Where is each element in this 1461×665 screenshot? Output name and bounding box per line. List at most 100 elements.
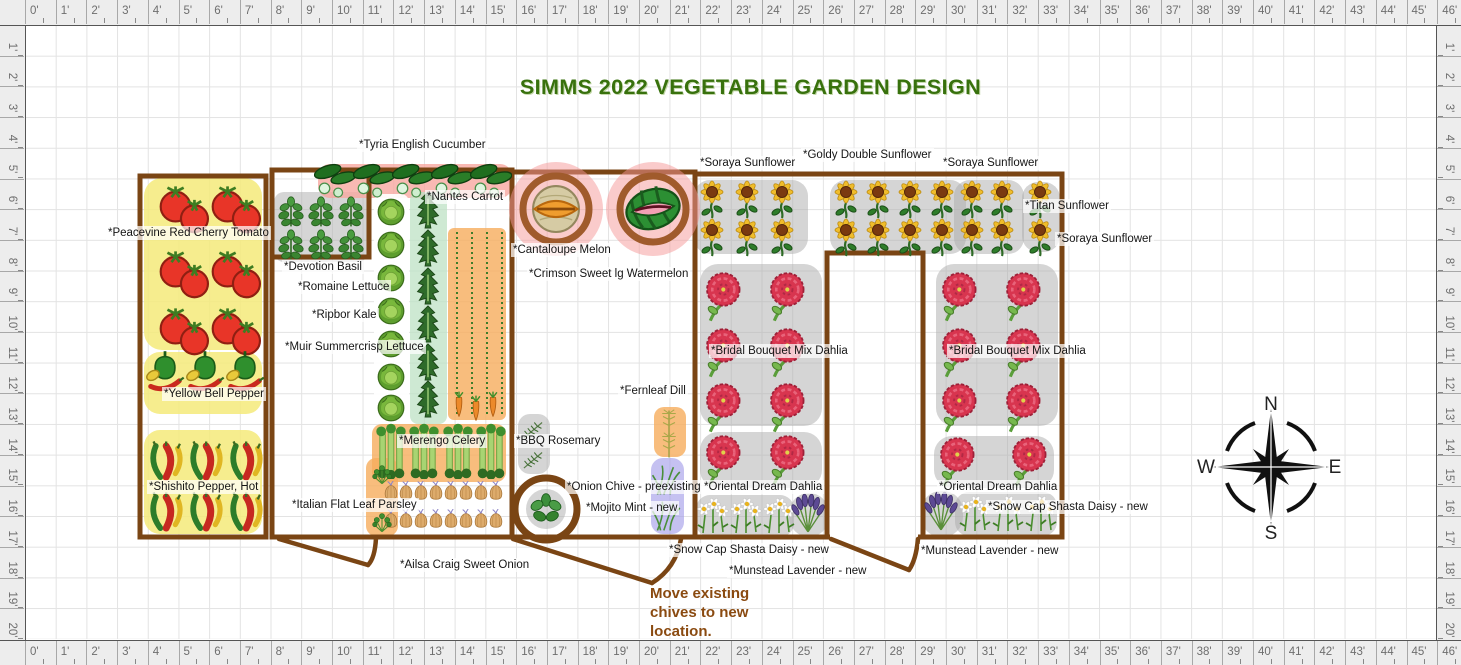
watermelon-icon[interactable] [623, 179, 683, 239]
plant-label[interactable]: *Titan Sunflower [1023, 199, 1111, 213]
plant-label[interactable]: *Muir Summercrisp Lettuce [283, 340, 426, 354]
sunflower-icon[interactable] [762, 217, 802, 257]
sunflower-icon[interactable] [982, 179, 1022, 219]
rosemary-icon[interactable] [520, 446, 546, 472]
plant-label[interactable]: *Oriental Dream Dahlia [937, 480, 1060, 494]
dahlia-icon[interactable] [760, 381, 812, 433]
ruler-cell: 37' [1160, 0, 1193, 24]
dahlia-icon[interactable] [996, 270, 1048, 322]
lettuce-icon[interactable] [375, 361, 407, 393]
plant-label[interactable]: *Cantaloupe Melon [511, 243, 613, 257]
ruler-left: 1'2'3'4'5'6'7'8'9'10'11'12'13'14'15'16'1… [0, 0, 26, 665]
plant-label[interactable]: *Ripbor Kale [310, 308, 379, 322]
sunflower-icon[interactable] [982, 217, 1022, 257]
plant-label[interactable]: *Soraya Sunflower [698, 156, 798, 170]
lavender-icon[interactable] [787, 492, 829, 534]
sunflower-icon[interactable] [692, 179, 732, 219]
basil-icon[interactable] [335, 229, 367, 261]
onion-icon[interactable] [485, 481, 507, 503]
plant-label[interactable]: *Munstead Lavender - new [919, 544, 1061, 558]
sunflower-icon[interactable] [762, 179, 802, 219]
dahlia-icon[interactable] [932, 381, 984, 433]
lettuce-icon[interactable] [375, 196, 407, 228]
ruler-cell: 20' [1437, 608, 1461, 640]
kale-icon[interactable] [409, 267, 447, 305]
sunflower-icon[interactable] [727, 217, 767, 257]
dahlia-icon[interactable] [760, 433, 812, 485]
plant-label[interactable]: *Onion Chive - preexisting [565, 480, 703, 494]
plant-label[interactable]: *Snow Cap Shasta Daisy - new [986, 500, 1150, 514]
basil-icon[interactable] [275, 196, 307, 228]
sunflower-icon[interactable] [692, 217, 732, 257]
ruler-cell: 2' [1437, 55, 1461, 88]
dahlia-icon[interactable] [696, 381, 748, 433]
dahlia-icon[interactable] [996, 381, 1048, 433]
plant-label[interactable]: *Bridal Bouquet Mix Dahlia [709, 344, 850, 358]
dahlia-icon[interactable] [696, 270, 748, 322]
plant-label[interactable]: *Peacevine Red Cherry Tomato [106, 226, 271, 240]
ruler-cell: 12' [0, 362, 24, 395]
dahlia-icon[interactable] [696, 433, 748, 485]
ruler-cell: 26' [823, 0, 855, 24]
ruler-cell: 31' [976, 0, 1009, 24]
plant-label[interactable]: *Yellow Bell Pepper [162, 387, 266, 401]
plant-label[interactable]: *Oriental Dream Dahlia [702, 480, 825, 494]
plant-label[interactable]: *Bridal Bouquet Mix Dahlia [947, 344, 1088, 358]
plan-title[interactable]: SIMMS 2022 VEGETABLE GARDEN DESIGN [519, 75, 982, 99]
sunflower-icon[interactable] [727, 179, 767, 219]
plant-label[interactable]: *BBQ Rosemary [514, 434, 603, 448]
hotpepper-icon[interactable] [222, 489, 268, 535]
ruler-cell: 13' [1437, 393, 1461, 425]
cucumber-icon[interactable] [314, 160, 356, 202]
dill-icon[interactable] [654, 429, 684, 459]
plant-label[interactable]: *Shishito Pepper, Hot [147, 480, 261, 494]
plant-label[interactable]: *Snow Cap Shasta Daisy - new [667, 543, 831, 557]
move-chives-note[interactable]: Move existing chives to new location. [650, 585, 750, 640]
ruler-cell: 19' [608, 0, 640, 24]
tomato-icon[interactable] [210, 250, 264, 304]
ruler-cell: 15' [485, 641, 518, 665]
ruler-cell: 42' [1314, 641, 1346, 665]
lavender-icon[interactable] [920, 490, 962, 532]
tomato-icon[interactable] [158, 250, 212, 304]
sunflower-icon[interactable] [1020, 217, 1060, 257]
plant-label[interactable]: *Fernleaf Dill [618, 384, 688, 398]
plant-label[interactable]: *Nantes Carrot [425, 190, 506, 204]
plant-label[interactable]: *Devotion Basil [282, 260, 364, 274]
cantaloupe-icon[interactable] [529, 182, 583, 236]
plant-label[interactable]: *Crimson Sweet lg Watermelon [527, 267, 691, 281]
plant-label[interactable]: *Tyria English Cucumber [357, 138, 488, 152]
kale-icon[interactable] [409, 380, 447, 418]
ruler-cell: 14' [454, 0, 487, 24]
plant-label[interactable]: *Soraya Sunflower [941, 156, 1041, 170]
plant-label[interactable]: *Goldy Double Sunflower [801, 148, 934, 162]
dahlia-icon[interactable] [932, 270, 984, 322]
plant-label[interactable]: *Italian Flat Leaf Parsley [290, 498, 419, 512]
ruler-cell: 18' [577, 0, 610, 24]
plant-label[interactable]: *Munstead Lavender - new [727, 564, 869, 578]
plant-label[interactable]: *Soraya Sunflower [1055, 232, 1155, 246]
hotpepper-icon[interactable] [222, 438, 268, 484]
ruler-cell: 2' [0, 55, 24, 88]
basil-icon[interactable] [305, 229, 337, 261]
lettuce-icon[interactable] [375, 229, 407, 261]
plant-label[interactable]: *Merengo Celery [397, 434, 488, 448]
ruler-cell: 20' [0, 608, 24, 640]
lettuce-icon[interactable] [375, 392, 407, 424]
kale-icon[interactable] [409, 229, 447, 267]
ruler-cell: 36' [1130, 641, 1162, 665]
plant-label[interactable]: *Mojito Mint - new [584, 501, 680, 515]
mint-icon[interactable] [528, 491, 564, 527]
carrot-icon[interactable] [480, 391, 506, 417]
plant-label[interactable]: *Ailsa Craig Sweet Onion [398, 558, 532, 572]
parsley-icon[interactable] [369, 459, 395, 485]
basil-icon[interactable] [275, 229, 307, 261]
plant-label[interactable]: *Romaine Lettuce [296, 280, 392, 294]
dahlia-icon[interactable] [760, 270, 812, 322]
onion-icon[interactable] [485, 509, 507, 531]
lettuce-icon[interactable] [375, 295, 407, 327]
kale-icon[interactable] [409, 305, 447, 343]
ruler-cell: 43' [1345, 641, 1377, 665]
ruler-cell: 35' [1099, 641, 1132, 665]
celery-icon[interactable] [463, 423, 519, 479]
